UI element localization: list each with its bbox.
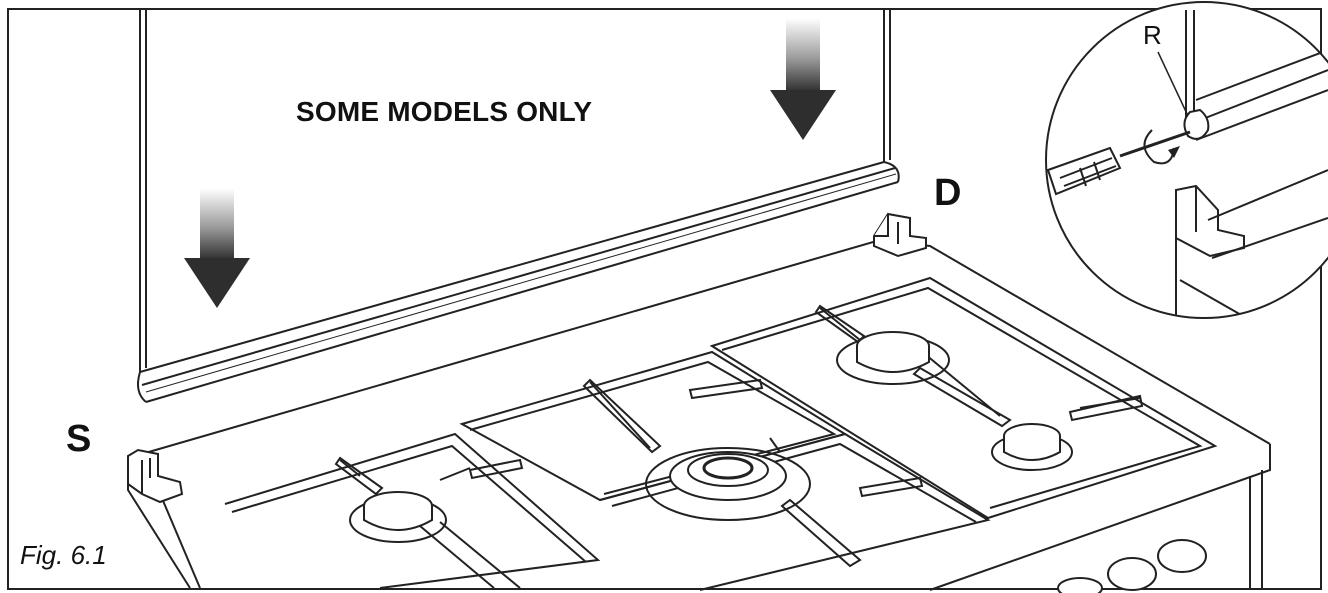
glass-lid (137, 10, 900, 403)
diagram-title: SOME MODELS ONLY (296, 96, 593, 127)
down-arrow-icon (184, 188, 250, 308)
control-knobs (1057, 539, 1207, 593)
detail-inset (1045, 1, 1328, 319)
figure-frame (7, 8, 1322, 590)
label-left-bracket: S (66, 418, 92, 460)
figure-caption: Fig. 6.1 (16, 540, 111, 571)
label-screw-detail: R (1143, 20, 1162, 50)
hinge-bracket-left (127, 448, 184, 504)
burner-rear-right (836, 331, 950, 385)
label-right-bracket: D (934, 172, 962, 214)
burner-center-large (645, 447, 811, 521)
burner-front-left (349, 491, 447, 543)
hinge-bracket-right (873, 212, 927, 258)
burner-front-right (991, 423, 1073, 471)
down-arrow-icon (770, 18, 836, 140)
